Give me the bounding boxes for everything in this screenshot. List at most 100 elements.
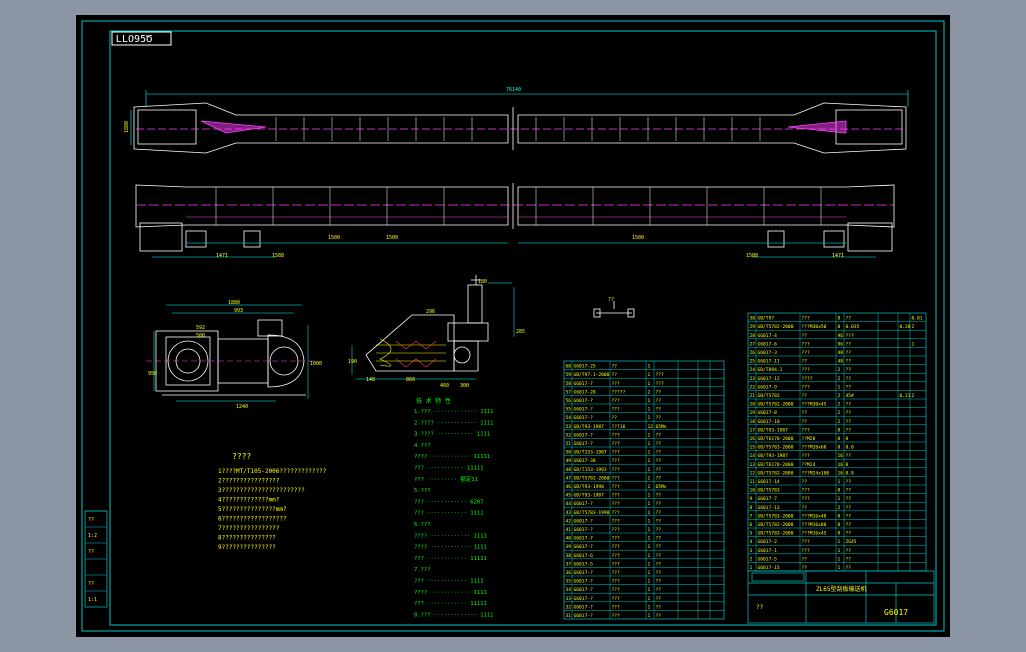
bom-cell: 2: [838, 419, 841, 425]
bom-cell: 45#: [846, 393, 855, 399]
bom-cell: ???: [612, 553, 621, 559]
bom-cell: 18: [750, 419, 756, 425]
bom-cell: 1: [838, 496, 841, 502]
bom-cell: G6017-?: [574, 441, 594, 447]
motor-dim-7: 1240: [236, 404, 248, 410]
bom-cell: G6017-9: [758, 384, 778, 390]
bom-cell: 12: [750, 470, 756, 476]
bom-cell: GB/T5783: [758, 488, 780, 494]
bom-cell: 4: [750, 539, 753, 545]
bom-cell: GB/T97.1-2000: [574, 372, 610, 378]
bom-cell: G6017-2: [758, 539, 778, 545]
bom-cell: 0.28: [900, 324, 911, 330]
bom-cell: ???: [612, 432, 621, 438]
spec-line: 1.??? ············· 1111: [414, 409, 493, 415]
bom-cell: ??: [656, 458, 662, 464]
bom-cell: 1: [750, 565, 753, 571]
spec-line: ???? ············ 1111: [414, 590, 487, 596]
bom-cell: 1: [648, 458, 651, 464]
bom-cell: ??: [656, 604, 662, 610]
bom-cell: ??: [656, 536, 662, 542]
chute-dim-3: 285: [516, 329, 525, 335]
bom-cell: ???: [612, 493, 621, 499]
bom-cell: ?????: [612, 389, 626, 395]
bom-cell: GB/T93-1987: [574, 424, 605, 430]
bom-cell: 2: [838, 376, 841, 382]
bom-cell: 46: [566, 484, 572, 490]
bom-cell: 1: [648, 613, 651, 619]
bom-cell: 51: [566, 441, 572, 447]
chute-dim-6: 860: [406, 377, 415, 383]
bom-cell: ???: [802, 316, 811, 322]
spec-line: ???? ············ 1111: [414, 533, 487, 539]
bom-cell: G6017-?: [574, 570, 594, 576]
bom-cell: 59: [566, 372, 572, 378]
bom-cell: ??: [656, 398, 662, 404]
bom-cell: ??: [846, 565, 852, 571]
bom-cell: GB/T5783-2000: [758, 513, 794, 519]
bom-cell: 2: [912, 324, 915, 330]
bom-cell: 16: [838, 470, 844, 476]
bom-cell: ??: [846, 376, 852, 382]
bom-cell: ??: [656, 501, 662, 507]
bom-cell: ??: [846, 350, 852, 356]
bom-cell: GB/T5782-2000: [758, 402, 794, 408]
bom-cell: 37: [566, 561, 572, 567]
bom-cell: 1: [838, 479, 841, 485]
bom-cell: ???: [612, 579, 621, 585]
bom-cell: 42: [566, 518, 572, 524]
bom-cell: G6017-?: [574, 613, 594, 619]
motor-dim-2: 993: [234, 308, 243, 314]
bom-cell: GB/T5783-1998: [574, 510, 610, 516]
rev-cell: 1:1: [88, 597, 97, 603]
bom-cell: 23: [750, 376, 756, 382]
bom-cell: G6017-1: [758, 548, 778, 554]
chute-dim-2: 296: [426, 309, 435, 315]
bom-cell: G6017-6: [574, 553, 594, 559]
bom-cell: ??: [846, 479, 852, 485]
bom-cell: 1: [648, 372, 651, 378]
bom-cell: 36: [566, 570, 572, 576]
bom-cell: 1: [648, 587, 651, 593]
drawing-sheet[interactable]: ԼLO95Ծ 76140 1880: [76, 15, 950, 637]
bom-cell: ??: [656, 527, 662, 533]
bom-cell: ??: [656, 432, 662, 438]
bom-cell: G6017-?: [574, 579, 594, 585]
bom-cell: ???: [802, 488, 811, 494]
bom-cell: 1: [648, 570, 651, 576]
bom-cell: 30: [750, 316, 756, 322]
bom-cell: G6017-12: [758, 376, 780, 382]
bom-cell: 1: [838, 548, 841, 554]
bom-cell: ??: [802, 565, 808, 571]
bom-cell: 8.8: [846, 470, 855, 476]
side-dim-2: 1588: [272, 253, 284, 259]
motor-dim-1: 1880: [228, 300, 240, 306]
chain-link-view: [593, 301, 635, 318]
bom-cell: 43: [566, 510, 572, 516]
bom-cell: G6017-?: [574, 596, 594, 602]
bom-cell: ???: [612, 398, 621, 404]
bom-cell: 19: [750, 410, 756, 416]
bom-cell: 1: [648, 407, 651, 413]
bom-cell: 54: [566, 415, 572, 421]
bom-cell: G6017-25: [574, 364, 596, 370]
bom-cell: ???: [612, 570, 621, 576]
bom-cell: GB/T6170-2000: [758, 436, 794, 442]
bom-cell: ??: [846, 522, 852, 528]
bom-cell: ??: [612, 415, 618, 421]
specs-title: 技 术 特 性: [416, 397, 451, 405]
bom-cell: G6017-?: [574, 432, 594, 438]
bom-cell: 1: [648, 510, 651, 516]
chute-dim-7: 460: [440, 383, 449, 389]
bom-cell: GB/T93-1987: [758, 427, 789, 433]
bom-cell: 48: [838, 359, 844, 365]
title-block: [747, 570, 935, 624]
bom-cell: GB/T6170-2000: [758, 462, 794, 468]
spec-line: ??? ············ 11111: [414, 556, 487, 562]
note-line: 2????????????????: [218, 478, 280, 485]
note-line: 9???????????????: [218, 544, 276, 551]
bom-cell: ??: [656, 561, 662, 567]
bom-cell: ??: [846, 341, 852, 347]
bom-cell: G6017-?: [574, 381, 594, 387]
rev-cell: 1:2: [88, 533, 97, 539]
